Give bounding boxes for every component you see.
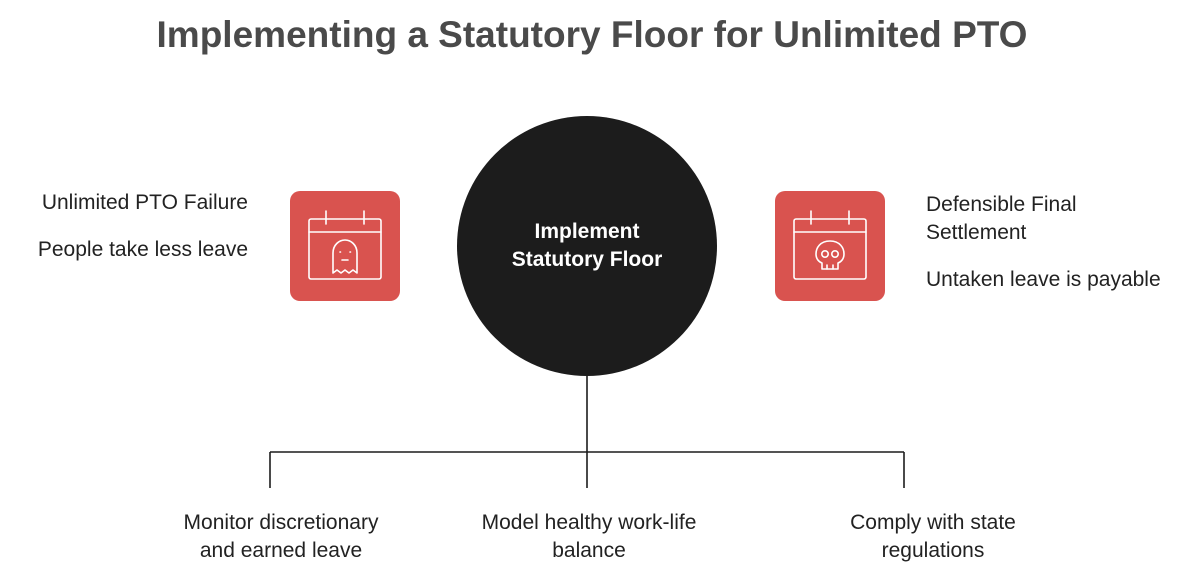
branch-label-monitor: Monitor discretionary and earned leave [131,509,431,565]
branch-label-line1: Monitor discretionary [183,511,379,534]
calendar-skull-icon [775,191,885,301]
left-detail: People take less leave [37,238,248,261]
branch-label-line1: Model healthy work-life [481,511,697,534]
branch-label-comply: Comply with state regulations [783,509,1083,565]
right-heading-line1: Defensible Final [926,193,1077,216]
branch-label-line2: balance [552,539,626,562]
hub-label: Implement Statutory Floor [457,218,717,274]
hub-label-line1: Implement [534,220,640,243]
branch-label-line2: and earned leave [199,539,363,562]
right-detail: Untaken leave is payable [926,268,1161,291]
branch-label-line2: regulations [881,539,985,562]
branch-label-model: Model healthy work-life balance [439,509,739,565]
central-hub: Implement Statutory Floor [457,116,717,376]
right-heading-line2: Settlement [926,221,1027,244]
calendar-ghost-icon [290,191,400,301]
hub-label-line2: Statutory Floor [511,248,663,271]
branch-label-line1: Comply with state [850,511,1016,534]
left-heading: Unlimited PTO Failure [41,191,248,214]
right-heading: Defensible Final Settlement [926,191,1077,247]
page-title: Implementing a Statutory Floor for Unlim… [156,14,1028,55]
